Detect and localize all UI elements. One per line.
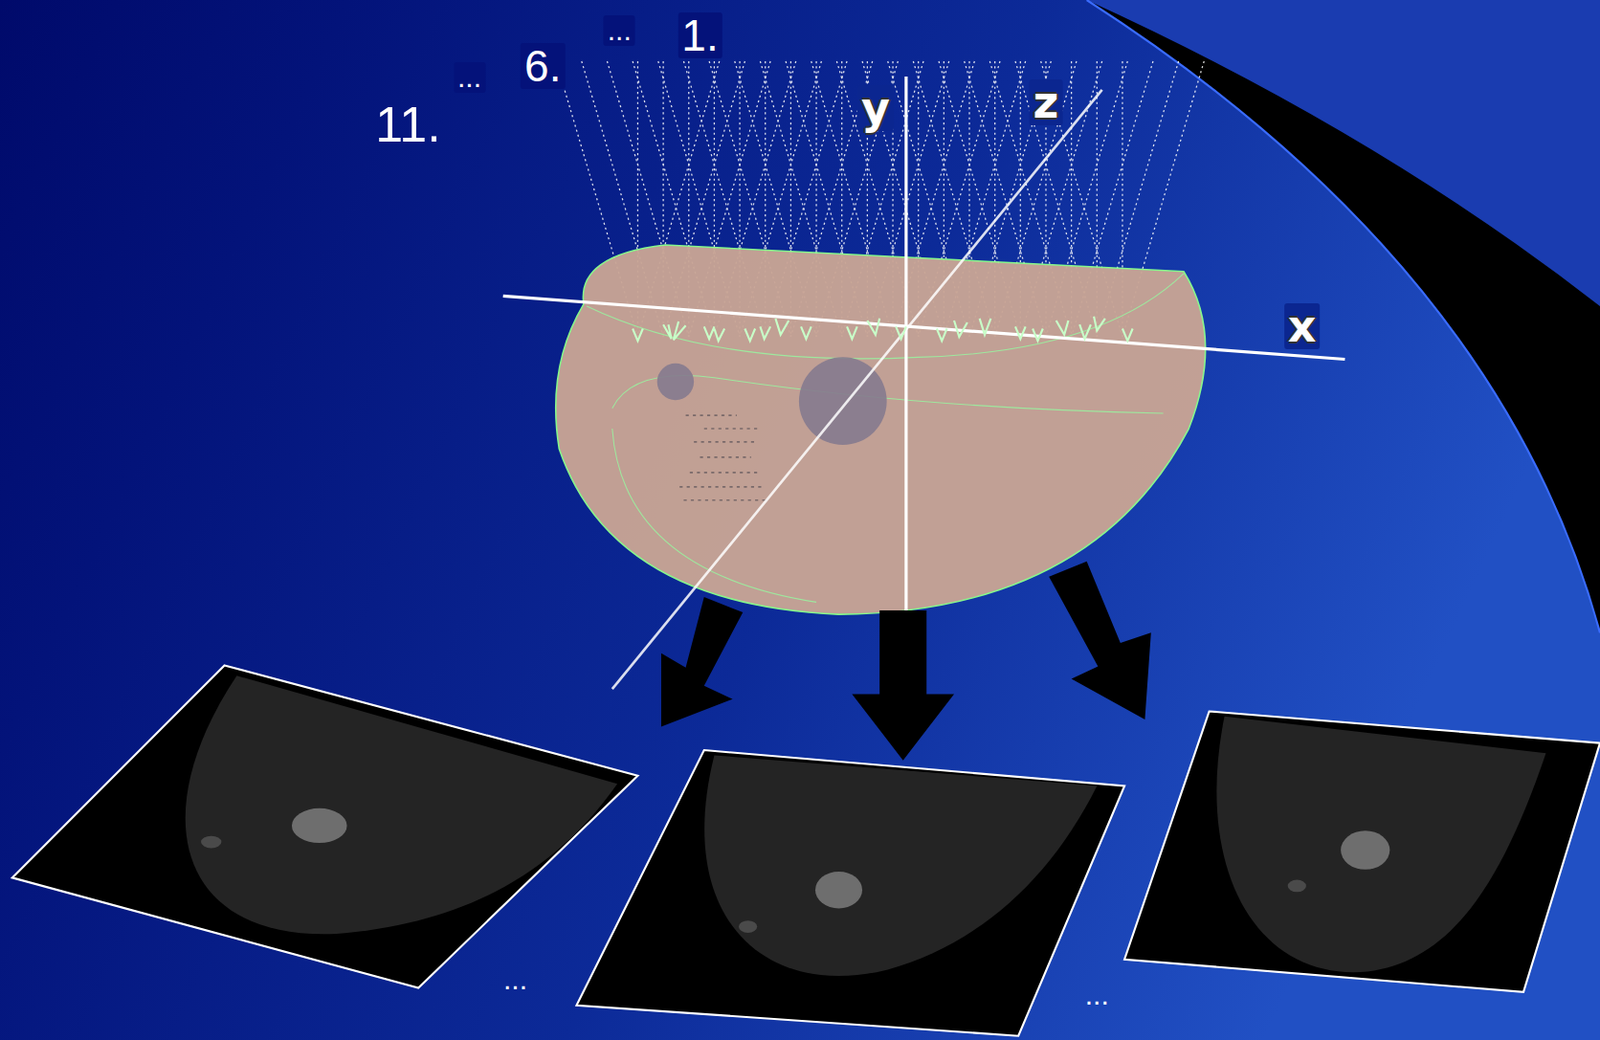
small-lesion <box>657 363 694 400</box>
callout-number: 11. <box>371 98 445 151</box>
coordinate-axes <box>503 76 1346 689</box>
ellipsis: ... <box>453 62 486 93</box>
phantom-contour <box>586 273 1184 602</box>
projection-image <box>1124 711 1600 993</box>
breast-phantom <box>555 244 1206 615</box>
callout-number: 6. <box>520 43 565 89</box>
projection-arrows <box>661 561 1152 761</box>
ellipsis: ... <box>499 964 532 996</box>
callout-number: 1. <box>677 12 722 59</box>
projection-image <box>12 666 639 989</box>
axis-label: y <box>857 85 894 132</box>
beam-arrowheads <box>632 316 1134 342</box>
projection-image <box>576 750 1125 1037</box>
microcalcifications <box>679 415 766 501</box>
axis-label: z <box>1029 79 1064 126</box>
ellipsis: ... <box>603 15 636 46</box>
ellipsis: ... <box>1081 979 1113 1011</box>
axis-label: x <box>1284 303 1321 350</box>
